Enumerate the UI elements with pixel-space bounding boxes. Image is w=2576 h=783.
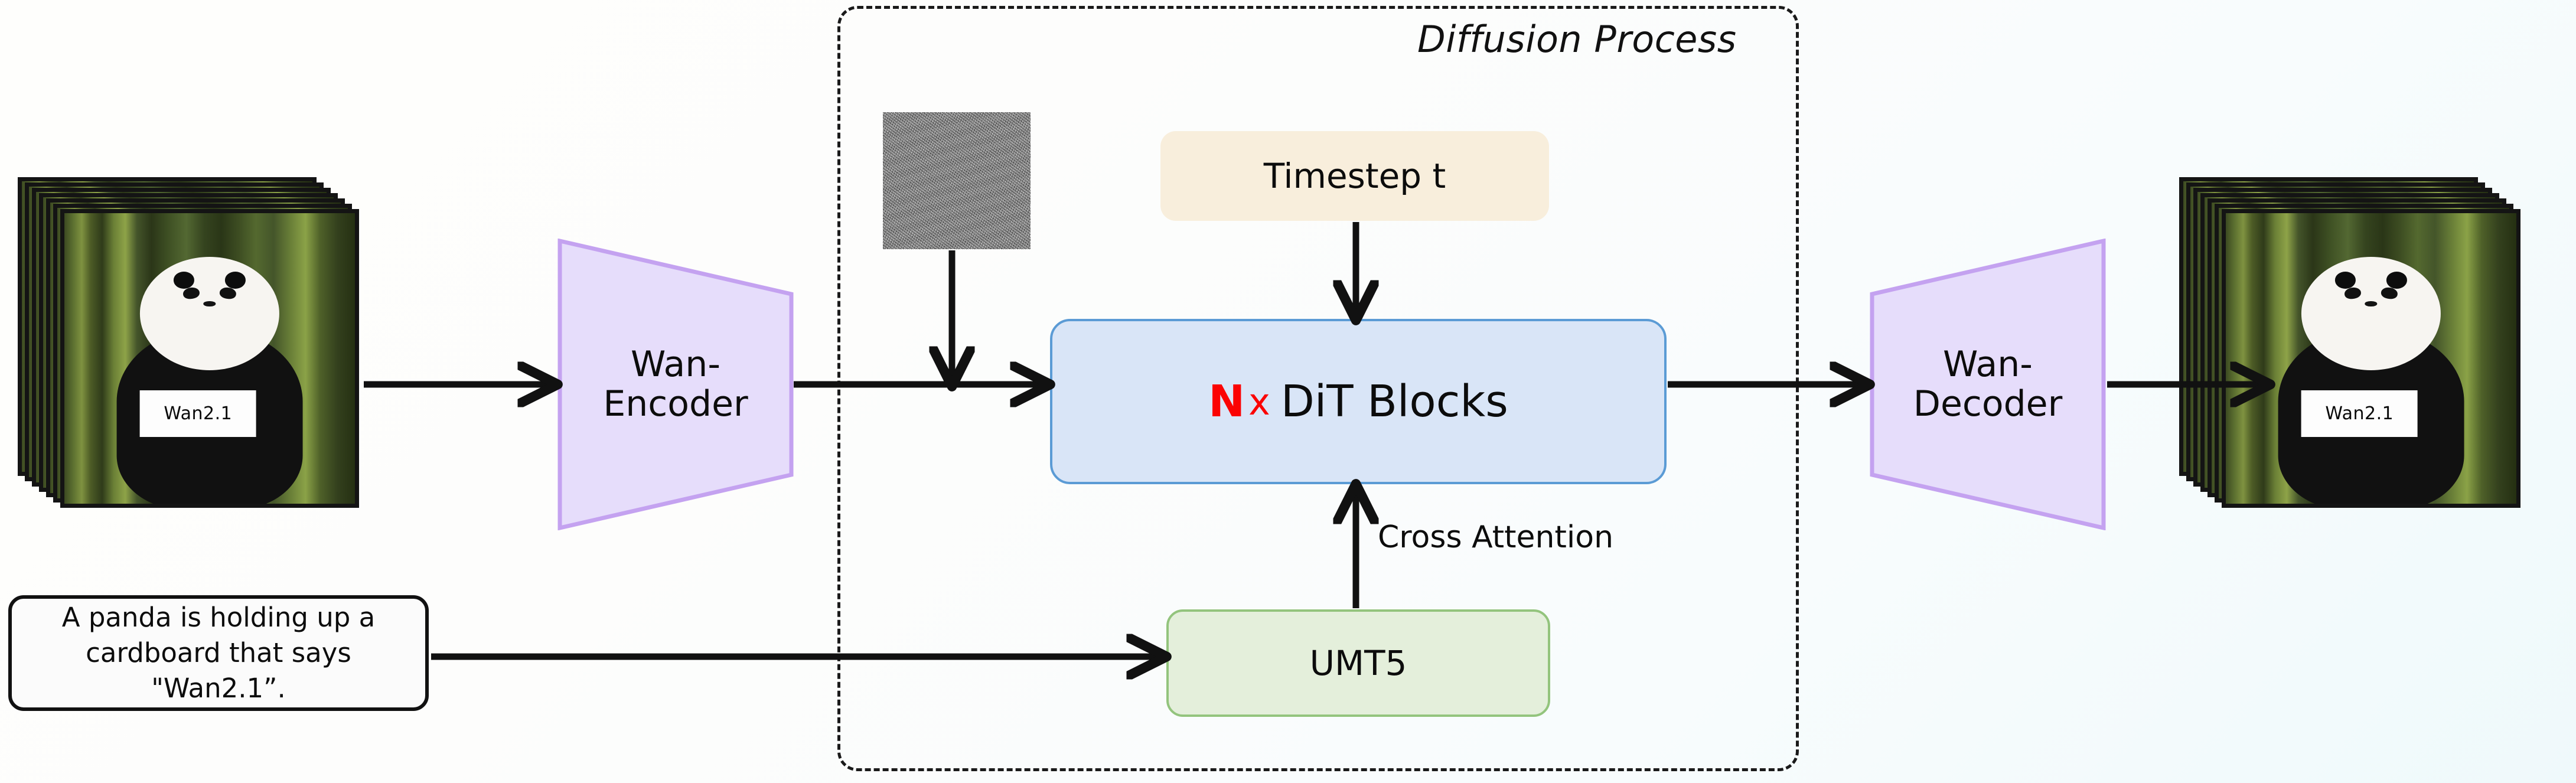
dit-multiply-sign: x [1248, 380, 1270, 423]
input-video-frame-stack: Wan2.1 [18, 177, 359, 508]
panda-head [2301, 256, 2441, 370]
panda-head [139, 256, 280, 370]
panda-nose [2365, 301, 2378, 307]
panda-sign-text: Wan2.1 [139, 390, 256, 437]
video-frame-front: Wan2.1 [2222, 209, 2520, 508]
dit-blocks-label: DiT Blocks [1280, 376, 1508, 427]
trapezoid-shape [1870, 239, 2106, 530]
panda-ear-left [173, 271, 195, 289]
prompt-line-2: cardboard that says "Wan2.1”. [86, 637, 351, 704]
panda-ear-right [2386, 271, 2408, 289]
prompt-line-1: A panda is holding up a [61, 601, 376, 633]
video-frame-front: Wan2.1 [60, 209, 359, 508]
wan-encoder-node[interactable]: Wan- Encoder [557, 239, 794, 530]
dit-repeat-count: N [1208, 376, 1245, 427]
panda-nose [203, 301, 216, 307]
timestep-label: Timestep t [1263, 156, 1446, 196]
umt5-label: UMT5 [1309, 643, 1407, 683]
panda-sign-text: Wan2.1 [2301, 390, 2418, 437]
wan-encoder-label: Wan- Encoder [603, 343, 748, 425]
wan-decoder-node[interactable]: Wan- Decoder [1870, 239, 2106, 530]
diffusion-process-label: Diffusion Process [1417, 18, 1737, 61]
panda-ear-right [224, 271, 246, 289]
timestep-node[interactable]: Timestep t [1160, 131, 1549, 221]
umt5-node[interactable]: UMT5 [1166, 609, 1550, 717]
panda-ear-left [2334, 271, 2356, 289]
gaussian-noise-patch [883, 112, 1031, 249]
output-video-frame-stack: Wan2.1 [2179, 177, 2520, 508]
wan-decoder-label: Wan- Decoder [1913, 343, 2063, 425]
prompt-text-box[interactable]: A panda is holding up a cardboard that s… [8, 595, 429, 711]
cross-attention-label: Cross Attention [1378, 520, 1614, 555]
trapezoid-shape [557, 239, 794, 530]
diffusion-process-container [837, 6, 1799, 771]
